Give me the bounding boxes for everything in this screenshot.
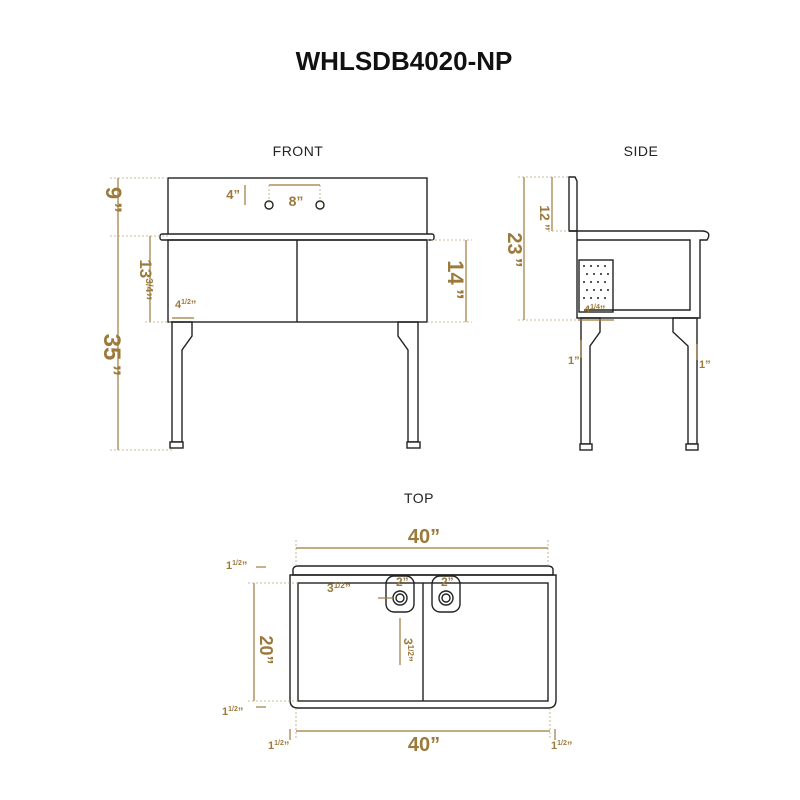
front-dim-9: 9” bbox=[101, 187, 126, 213]
front-dim-4-1-2: 41/2” bbox=[175, 299, 196, 311]
top-faucet-mount-left bbox=[385, 575, 415, 613]
front-dim-13-3-4: 133/4” bbox=[136, 259, 155, 300]
top-backsplash bbox=[292, 565, 554, 576]
top-dim-1-1-2-a: 11/2” bbox=[226, 560, 247, 572]
side-drain-dots bbox=[583, 265, 609, 299]
front-view-label: FRONT bbox=[273, 143, 324, 159]
side-dim-12: 12” bbox=[537, 205, 553, 231]
side-foot-right bbox=[685, 443, 699, 451]
top-dim-1-1-2-b: 11/2” bbox=[222, 706, 243, 718]
top-faucet-mount-right bbox=[431, 575, 461, 613]
front-foot-left bbox=[169, 441, 184, 449]
front-dim-8: 8” bbox=[289, 193, 304, 209]
side-backsplash bbox=[568, 176, 578, 232]
side-drain-panel bbox=[578, 259, 614, 313]
top-dim-2-a: 2” bbox=[396, 575, 409, 589]
side-foot-left bbox=[579, 443, 593, 451]
side-dim-23: 23” bbox=[503, 232, 525, 267]
side-dim-1-left: 1” bbox=[568, 355, 580, 367]
side-leg-left bbox=[580, 317, 601, 445]
top-faucet-hole-left-inner bbox=[395, 593, 405, 603]
side-leg-right bbox=[672, 317, 698, 445]
top-sink-outline bbox=[289, 574, 557, 709]
top-view: 40” 40” 20” 11/2” 11/2” 11/2” 11/2” 31/2… bbox=[222, 526, 572, 756]
top-view-label: TOP bbox=[404, 490, 434, 506]
top-faucet-hole-right-inner bbox=[441, 593, 451, 603]
top-dim-2-b: 2” bbox=[441, 575, 454, 589]
side-dim-4-1-4: 41/4” bbox=[584, 304, 605, 316]
top-faucet-hole-right bbox=[438, 590, 454, 606]
front-foot-right bbox=[406, 441, 421, 449]
top-dim-3-1-2-b: 31/2” bbox=[401, 638, 415, 662]
top-dim-3-1-2-a: 31/2” bbox=[327, 581, 351, 595]
front-leg-right bbox=[397, 321, 419, 443]
front-dim-4: 4” bbox=[226, 187, 240, 202]
front-dim-14: 14” bbox=[443, 260, 468, 299]
side-dim-1-right: 1” bbox=[699, 359, 711, 371]
front-leg-left bbox=[171, 321, 193, 443]
top-dim-20: 20” bbox=[256, 635, 276, 664]
front-dim-35: 35” bbox=[98, 334, 125, 377]
side-view: 23” 12” 41/4” 1” 1” bbox=[503, 176, 711, 451]
front-rim bbox=[159, 233, 435, 241]
side-bowl-inner bbox=[577, 239, 691, 311]
top-dim-40-bottom: 40” bbox=[408, 734, 440, 756]
top-faucet-hole-left bbox=[392, 590, 408, 606]
front-view: 9” 35” 133/4” 14” 41/2” 4” 8” bbox=[98, 177, 472, 451]
model-title: WHLSDB4020-NP bbox=[296, 46, 513, 76]
top-dim-40-top: 40” bbox=[408, 526, 440, 548]
top-dim-1-1-2-c: 11/2” bbox=[268, 740, 289, 752]
side-view-label: SIDE bbox=[624, 143, 659, 159]
side-bowl bbox=[569, 230, 710, 319]
top-dim-1-1-2-d: 11/2” bbox=[551, 740, 572, 752]
